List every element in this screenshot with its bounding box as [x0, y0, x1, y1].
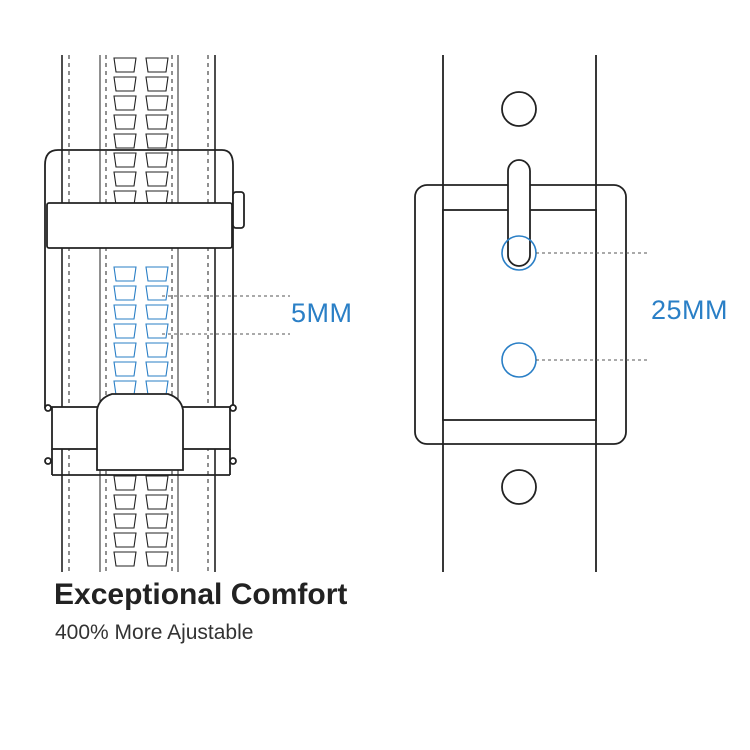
ratchet-tooth — [113, 323, 137, 339]
ratchet-tooth — [145, 57, 169, 73]
standard-belt — [414, 55, 627, 572]
ratchet-tooth — [113, 266, 137, 282]
hole-dimension-leaders — [536, 252, 650, 361]
ratchet-tooth — [145, 266, 169, 282]
ratchet-tooth — [113, 532, 137, 548]
headline: Exceptional Comfort — [54, 578, 348, 611]
hole-spacing-label: 25MM — [651, 295, 729, 325]
ratchet-tooth — [113, 475, 137, 491]
ratchet-tooth — [145, 285, 169, 301]
ratchet-tooth — [145, 171, 169, 187]
ratchet-tooth — [145, 361, 169, 377]
ratchet-tooth — [113, 152, 137, 168]
ratchet-tooth — [145, 475, 169, 491]
ratchet-tooth — [145, 380, 169, 396]
subline: 400% More Ajustable — [55, 621, 254, 644]
ratchet-tooth — [113, 551, 137, 567]
ratchet-tooth — [145, 323, 169, 339]
ratchet-tooth — [145, 76, 169, 92]
ratchet-tooth — [145, 152, 169, 168]
ratchet-dimension-leaders — [162, 295, 290, 335]
ratchet-tooth — [145, 133, 169, 149]
ratchet-tooth — [113, 95, 137, 111]
ratchet-tooth — [113, 133, 137, 149]
ratchet-tooth — [113, 285, 137, 301]
ratchet-increment-label: 5MM — [291, 298, 353, 328]
ratchet-tooth — [145, 95, 169, 111]
ratchet-tooth — [145, 513, 169, 529]
ratchet-belt — [61, 55, 216, 572]
ratchet-tooth — [145, 551, 169, 567]
ratchet-tooth — [113, 361, 137, 377]
ratchet-tooth — [113, 380, 137, 396]
ratchet-tooth — [145, 342, 169, 358]
ratchet-tooth — [113, 513, 137, 529]
ratchet-teeth — [113, 57, 169, 567]
ratchet-tooth — [113, 171, 137, 187]
ratchet-tooth — [113, 76, 137, 92]
ratchet-tooth — [145, 532, 169, 548]
ratchet-tooth — [145, 494, 169, 510]
ratchet-tooth — [145, 114, 169, 130]
ratchet-tooth — [113, 342, 137, 358]
ratchet-tooth — [113, 114, 137, 130]
ratchet-buckle — [44, 149, 245, 476]
ratchet-tooth — [145, 304, 169, 320]
ratchet-tooth — [113, 304, 137, 320]
ratchet-tooth — [113, 57, 137, 73]
ratchet-tooth — [113, 494, 137, 510]
